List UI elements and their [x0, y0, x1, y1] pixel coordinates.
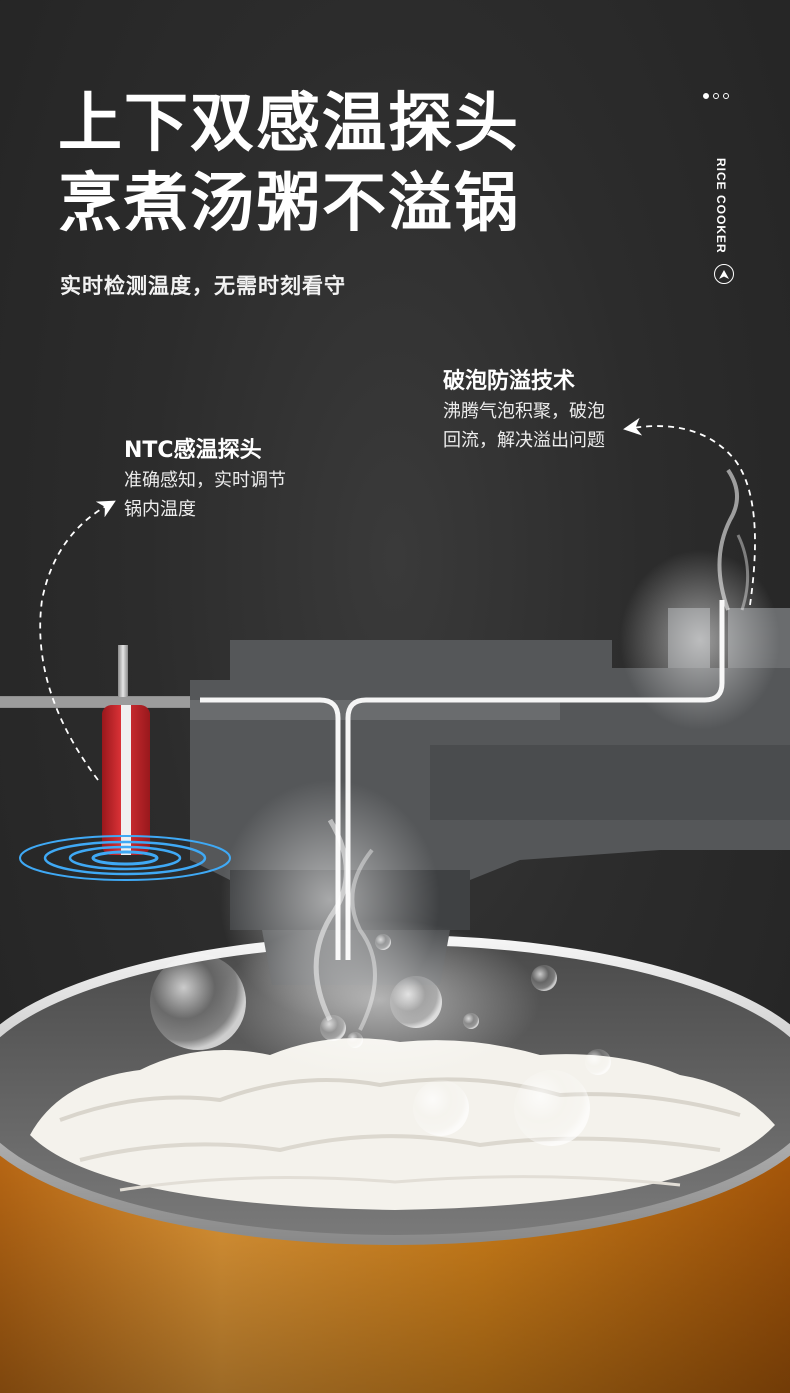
rice-cooker-label: RICE COOKER: [714, 158, 728, 254]
three-dots-icon: [703, 93, 729, 99]
curved-arrow-icon: [39, 500, 116, 781]
headline-line-1: 上下双感温探头: [58, 87, 520, 161]
anti-overflow-callout-title: 破泡防溢技术: [443, 369, 576, 394]
anti-overflow-callout-text: 沸腾气泡积聚，破泡: [443, 401, 605, 422]
heat-sensing-rings: [19, 835, 231, 881]
ntc-callout-title: NTC感温探头: [124, 438, 262, 463]
subtitle: 实时检测温度，无需时刻看守: [60, 274, 346, 298]
bubbles: [150, 934, 611, 1146]
up-arrow-circle-icon[interactable]: [714, 264, 734, 284]
anti-overflow-callout-text: 回流，解决溢出问题: [443, 430, 605, 451]
ntc-probe: [0, 645, 190, 855]
rice-pile: [30, 1038, 775, 1210]
curved-arrow-icon: [623, 417, 756, 606]
ntc-callout-text: 准确感知，实时调节: [124, 470, 286, 491]
headline-line-2: 烹煮汤粥不溢锅: [58, 167, 520, 241]
ntc-callout-text: 锅内温度: [124, 499, 196, 520]
steam: [220, 468, 780, 1080]
